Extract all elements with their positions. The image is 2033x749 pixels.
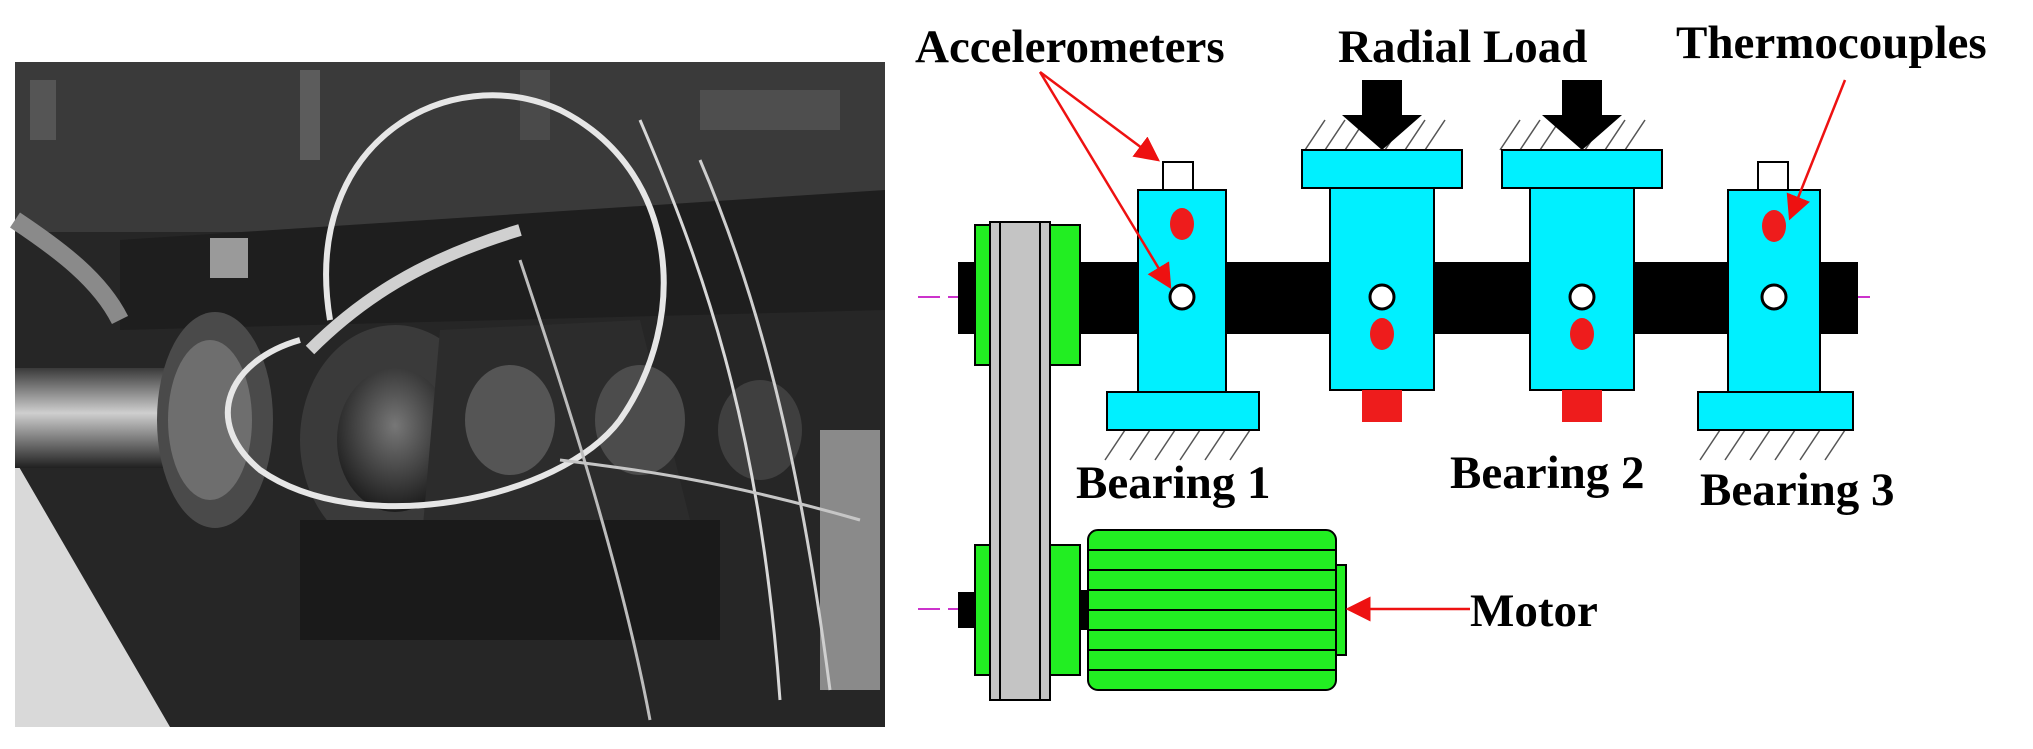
accelerometers-label: Accelerometers — [915, 21, 1225, 73]
bearing-2-housing — [1301, 80, 1463, 422]
accelerometer-icon — [1162, 161, 1194, 191]
bearing-2b-housing — [1501, 80, 1663, 422]
motor-label: Motor — [1470, 585, 1598, 637]
bearing-2-label: Bearing 2 — [1450, 447, 1645, 499]
thermocouple-icon — [1570, 318, 1594, 350]
bearing-3-housing — [1697, 161, 1854, 431]
thermocouples-label: Thermocouples — [1676, 17, 1987, 69]
bearing-1-label: Bearing 1 — [1076, 457, 1271, 509]
accelerometer-icon — [1757, 161, 1789, 191]
thermocouple-icon — [1170, 208, 1194, 240]
thermocouple-icon — [1370, 318, 1394, 350]
rig-schematic: Accelerometers Radial Load Thermocouples… — [915, 17, 1987, 701]
annotation-arrows — [1038, 70, 1847, 622]
bearing-1-housing — [1106, 161, 1260, 431]
thermocouple-icon — [1762, 210, 1786, 242]
load-arrow-icon — [1342, 80, 1422, 150]
motor-icon — [1087, 529, 1347, 691]
load-pad — [1562, 390, 1602, 422]
load-pad — [1362, 390, 1402, 422]
rig-photo — [10, 62, 885, 727]
drive-belt — [989, 221, 1051, 701]
load-arrow-icon — [1542, 80, 1622, 150]
bearing-3-label: Bearing 3 — [1700, 464, 1895, 516]
radial-load-label: Radial Load — [1338, 21, 1587, 73]
